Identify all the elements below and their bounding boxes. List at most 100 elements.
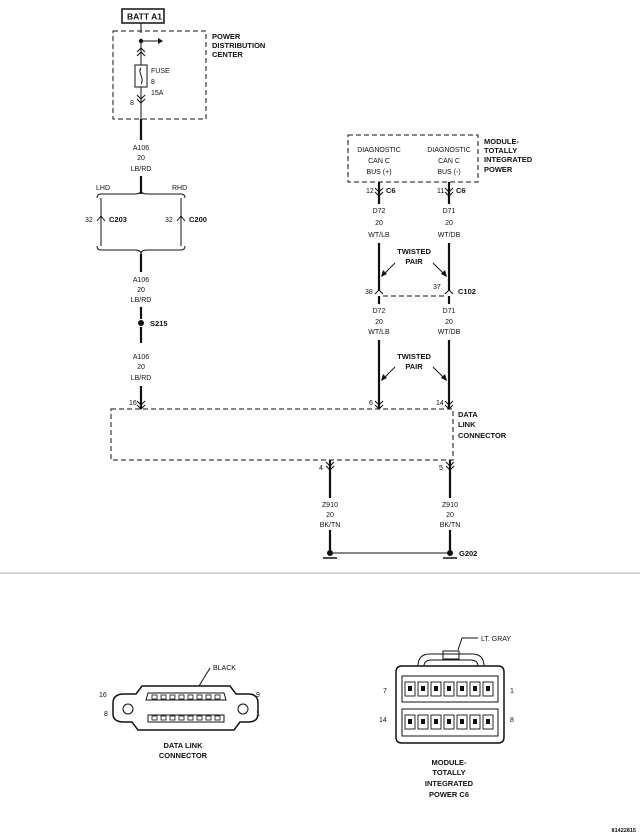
wire-a106-color: LB/RD — [131, 166, 152, 173]
tipm-label-4: POWER — [484, 165, 513, 174]
figure-id: 81422815 — [612, 828, 636, 834]
tipm-right-line-3: BUS (-) — [437, 169, 460, 176]
label-mask — [436, 498, 464, 530]
c102-pin-37: 37 — [433, 284, 441, 291]
c203-pin: 32 — [85, 217, 93, 224]
tipm-conn-c6-right: C6 — [456, 186, 466, 195]
dlc-face-pin-1: 1 — [256, 711, 260, 718]
c102-chevron-icon — [374, 289, 384, 295]
c102-name: C102 — [458, 287, 476, 296]
dlc-pin-5: 5 — [439, 465, 443, 472]
tipm-caption-3: INTEGRATED — [425, 779, 474, 788]
connector-chevron-icon — [374, 187, 384, 197]
tipm-left-line-1: DIAGNOSTIC — [357, 147, 401, 154]
pdc-label-1: POWER — [212, 32, 241, 41]
wire-a106-gauge: 20 — [137, 287, 145, 294]
tipm-label-2: TOTALLY — [484, 146, 517, 155]
fuse-pin: 8 — [130, 100, 134, 107]
c203-name: C203 — [109, 215, 127, 224]
wire-z910-gauge: 20 — [326, 512, 334, 519]
pdc-box — [112, 30, 207, 120]
batt-a1-label: BATT A1 — [127, 12, 162, 22]
tipm-caption-1: MODULE- — [432, 758, 467, 767]
c102-chevron-icon — [444, 289, 454, 295]
wire-d71-color: WT/DB — [438, 329, 461, 336]
c200-name: C200 — [189, 215, 207, 224]
wire-d71-color: WT/DB — [438, 232, 461, 239]
wire-d72-gauge: 20 — [375, 319, 383, 326]
wire-z910-code: Z910 — [442, 502, 458, 509]
pdc-label-2: DISTRIBUTION — [212, 41, 265, 50]
tipm-face-pin-14: 14 — [379, 717, 387, 724]
c200-pin: 32 — [165, 217, 173, 224]
lhd-label: LHD — [96, 185, 110, 192]
wire-a106-code: A106 — [133, 145, 149, 152]
dlc-face-pin-16: 16 — [99, 692, 107, 699]
splice-s215-dot — [138, 320, 144, 326]
arrow-icon — [381, 270, 387, 277]
tipm-conn-c6-left: C6 — [386, 186, 396, 195]
tipm-label-3: INTEGRATED — [484, 155, 533, 164]
dlc-pin-14: 14 — [436, 400, 444, 407]
dlc-face-pin-9: 9 — [256, 692, 260, 699]
dlc-face-view — [112, 685, 259, 731]
wire-d72-color: WT/LB — [368, 329, 390, 336]
wire-d71-gauge: 20 — [445, 220, 453, 227]
dlc-caption-2: CONNECTOR — [159, 751, 208, 760]
tipm-caption-4: POWER C6 — [429, 790, 469, 799]
dlc-label-2: LINK — [458, 420, 476, 429]
arrow-icon — [381, 374, 387, 381]
dlc-color-label: BLACK — [213, 665, 236, 672]
pdc-label-3: CENTER — [212, 50, 243, 59]
connector-chevron-icon — [136, 94, 146, 104]
option-brace-top — [96, 189, 186, 199]
tipm-caption-2: TOTALLY — [432, 768, 465, 777]
wire-a106-code: A106 — [133, 277, 149, 284]
ground-g202-label: G202 — [459, 549, 477, 558]
dlc-label-3: CONNECTOR — [458, 431, 507, 440]
connector-chevron-icon — [444, 187, 454, 197]
wire-d72-code: D72 — [373, 208, 386, 215]
wire-d71-code: D71 — [443, 208, 456, 215]
arrow-icon — [441, 270, 447, 277]
tipm-c6-face-view — [395, 650, 505, 744]
wire-d71-code: D71 — [443, 308, 456, 315]
tipm-box — [347, 134, 479, 183]
wire-a106-gauge: 20 — [137, 155, 145, 162]
wire-z910-code: Z910 — [322, 502, 338, 509]
c102-pin-38: 38 — [365, 289, 373, 296]
batt-a1-box — [121, 8, 165, 24]
twisted-pair-label-1: TWISTED — [397, 247, 431, 256]
arrow-right-icon — [158, 38, 163, 44]
twisted-pair-label-2: PAIR — [405, 257, 423, 266]
dlc-box — [110, 408, 454, 461]
tipm-color-label: LT. GRAY — [481, 636, 511, 643]
tipm-left-line-2: CAN C — [368, 158, 390, 165]
c200-chevron-icon — [176, 215, 186, 222]
wire-a106-gauge: 20 — [137, 364, 145, 371]
tipm-color-pointer — [457, 637, 478, 651]
wire-d71-gauge: 20 — [445, 319, 453, 326]
wire-d72-gauge: 20 — [375, 220, 383, 227]
arrow-icon — [441, 374, 447, 381]
wire-z910-gauge: 20 — [446, 512, 454, 519]
fuse-element-icon — [139, 67, 143, 85]
dlc-color-pointer — [198, 667, 211, 687]
connector-chevron-icon — [136, 47, 146, 57]
tipm-label-1: MODULE- — [484, 137, 519, 146]
label-mask — [316, 498, 344, 530]
dlc-label-1: DATA — [458, 410, 478, 419]
connector-chevron-icon — [445, 461, 455, 471]
dlc-face-pin-8: 8 — [104, 711, 108, 718]
dlc-pin-6: 6 — [369, 400, 373, 407]
rhd-label: RHD — [172, 185, 187, 192]
wire-a106-color: LB/RD — [131, 375, 152, 382]
fuse-name: FUSE — [151, 68, 170, 75]
fuse-number: 8 — [151, 79, 155, 86]
dlc-pin-4: 4 — [319, 465, 323, 472]
c203-chevron-icon — [96, 215, 106, 222]
wire-d72-color: WT/LB — [368, 232, 390, 239]
twisted-pair-label-2: PAIR — [405, 362, 423, 371]
